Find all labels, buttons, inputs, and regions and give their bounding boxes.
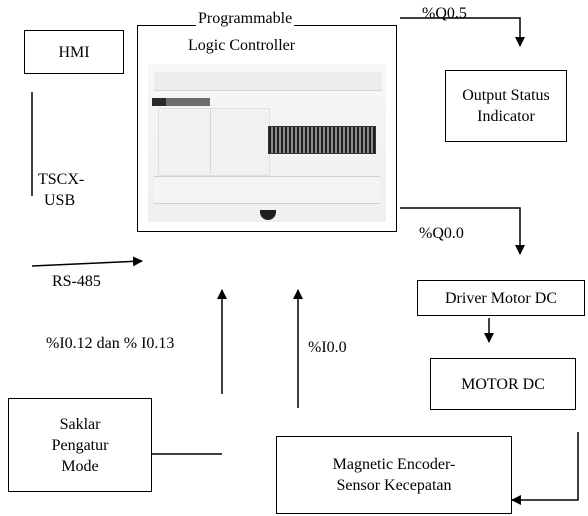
driver-motor-box: Driver Motor DC — [417, 280, 585, 316]
saklar-label-line1: Saklar — [59, 415, 101, 433]
signal-i00-label: %I0.0 — [308, 339, 347, 356]
saklar-label-line3: Mode — [61, 457, 99, 475]
encoder-label-line1: Magnetic Encoder- — [332, 456, 456, 473]
encoder-label-line2: Sensor Kecepatan — [336, 477, 452, 494]
motor-dc-label: MOTOR DC — [461, 375, 545, 393]
plc-io-terminal — [268, 126, 376, 154]
signal-q00-label: %Q0.0 — [419, 225, 464, 242]
plc-title-line1: Programmable — [196, 9, 295, 29]
hmi-label: HMI — [58, 43, 90, 61]
motor-dc-box: MOTOR DC — [430, 358, 576, 410]
rs485-arrow — [31, 256, 143, 267]
encoder-box: Magnetic Encoder- Sensor Kecepatan — [276, 436, 512, 514]
plc-title-line2: Logic Controller — [188, 37, 296, 54]
signal-tscx-line1: TSCX- — [38, 171, 85, 188]
motor-encoder-arrow — [511, 432, 579, 505]
signal-i012-label: %I0.12 dan % I0.13 — [46, 335, 175, 352]
saklar-box: Saklar Pengatur Mode — [8, 398, 152, 492]
output-status-indicator-label: Output Status Indicator — [462, 87, 550, 125]
signal-tscx-line2: USB — [44, 192, 76, 209]
saklar-label-line2: Pengatur — [51, 436, 109, 454]
signal-q05-label: %Q0.5 — [422, 5, 467, 22]
hmi-box: HMI — [24, 30, 124, 74]
driver-motor-label: Driver Motor DC — [445, 289, 557, 307]
plc-device-image — [148, 64, 386, 222]
signal-rs485-label: RS-485 — [52, 273, 101, 290]
output-status-indicator-box: Output Status Indicator — [445, 70, 567, 142]
